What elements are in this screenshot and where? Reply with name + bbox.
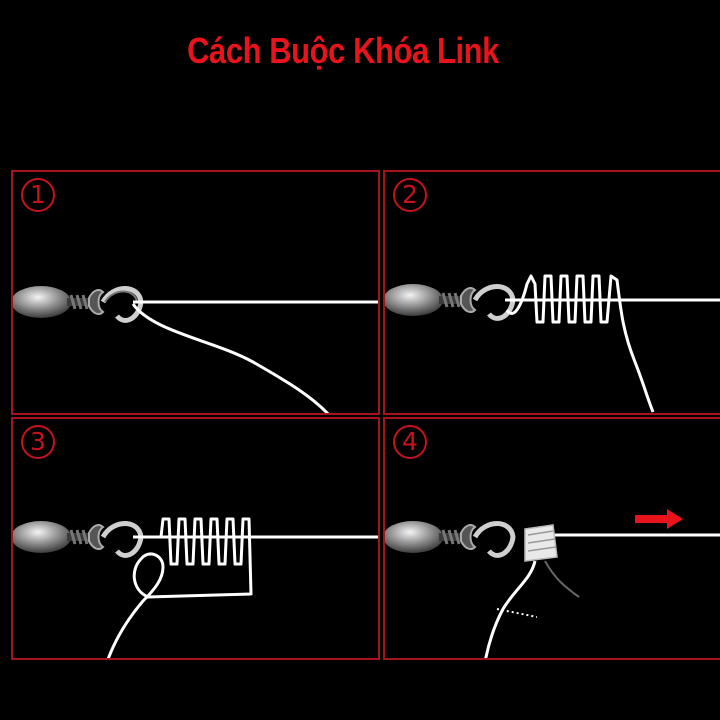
swivel-icon	[13, 519, 105, 555]
cut-mark-icon	[496, 608, 538, 618]
coil-line	[106, 517, 253, 658]
step-2-number: 2	[393, 178, 427, 212]
step-2-illustration	[385, 274, 720, 413]
eye-ring-icon	[100, 521, 144, 558]
pull-arrow-icon	[635, 509, 683, 529]
swivel-icon	[385, 519, 477, 555]
step-3-panel: 3	[11, 417, 380, 660]
swivel-icon	[13, 284, 105, 320]
step-1-panel: 1	[11, 170, 380, 415]
step-1-illustration	[13, 284, 378, 413]
step-4-number: 4	[393, 425, 427, 459]
coil-line	[505, 274, 655, 413]
step-3-number: 3	[21, 425, 55, 459]
eye-ring-icon	[100, 286, 144, 323]
step-4-panel: 4	[383, 417, 720, 660]
tag-line	[484, 560, 537, 658]
tag-line	[131, 303, 330, 413]
step-3-illustration	[13, 517, 378, 658]
eye-ring-icon	[472, 284, 516, 321]
step-1-number: 1	[21, 178, 55, 212]
step-4-illustration	[385, 509, 720, 658]
step-2-panel: 2	[383, 170, 720, 415]
swivel-icon	[385, 282, 477, 318]
eye-ring-icon	[472, 521, 516, 558]
page-title: Cách Buộc Khóa Link	[187, 30, 499, 71]
